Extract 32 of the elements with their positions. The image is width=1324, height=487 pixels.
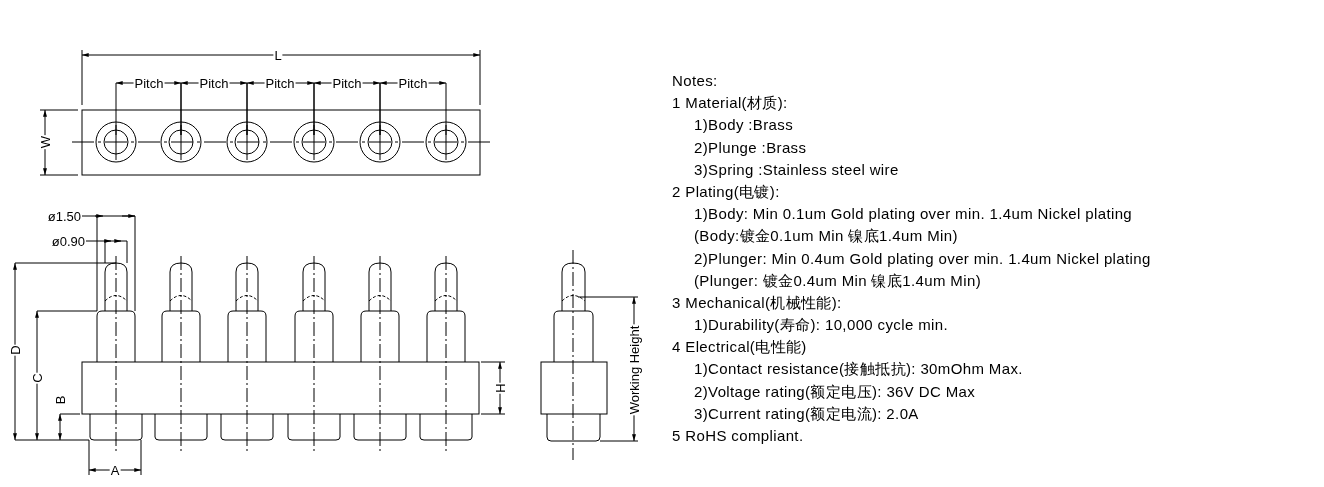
note-text: 4 Electrical(电性能) xyxy=(672,337,807,358)
dimension-label: Pitch xyxy=(397,76,429,90)
note-text: (Plunger: 镀金0.4um Min 镍底1.4um Min) xyxy=(694,270,981,291)
note-text: 2)Plunge :Brass xyxy=(694,137,807,158)
dimension-label: L xyxy=(273,48,283,62)
dimension-label: D xyxy=(8,344,22,356)
dimension-label: A xyxy=(109,463,121,477)
note-text: 5 RoHS compliant. xyxy=(672,426,804,446)
dimension-label: Working Height xyxy=(627,324,641,416)
note-text: 2)Voltage rating(额定电压): 36V DC Max xyxy=(694,381,976,402)
note-text: 3 Mechanical(机械性能): xyxy=(672,292,842,313)
note-text: 3)Current rating(额定电流): 2.0A xyxy=(694,403,919,424)
dimension-label: ø1.50 xyxy=(46,209,82,223)
note-text: 1)Durability(寿命): 10,000 cycle min. xyxy=(694,315,949,336)
note-text: 2)Plunger: Min 0.4um Gold plating over min. 1.4um Nickel plating xyxy=(694,248,1151,269)
note-text: 3)Spring :Stainless steel wire xyxy=(694,159,899,180)
dimension-label: Pitch xyxy=(331,76,363,90)
dimension-label: H xyxy=(493,382,507,394)
note-text: 1)Body: Min 0.1um Gold plating over min. 1.4um Nickel plating xyxy=(694,204,1133,225)
note-text: (Body:镀金0.1um Min 镍底1.4um Min) xyxy=(694,226,958,247)
note-text: 1)Body :Brass xyxy=(694,115,794,136)
notes-heading: Notes: xyxy=(672,71,718,91)
dimension-label: Pitch xyxy=(264,76,296,90)
note-text: 1 Material(材质): xyxy=(672,93,788,114)
dimension-label: B xyxy=(53,394,67,406)
dimension-label: C xyxy=(30,372,44,384)
note-text: 2 Plating(电镀): xyxy=(672,181,780,202)
dimension-label: Pitch xyxy=(198,76,230,90)
dimension-label: W xyxy=(38,134,52,150)
dimension-label: ø0.90 xyxy=(50,234,86,248)
note-text: 1)Contact resistance(接触抵抗): 30mOhm Max. xyxy=(694,359,1023,380)
dimension-label: Pitch xyxy=(133,76,165,90)
